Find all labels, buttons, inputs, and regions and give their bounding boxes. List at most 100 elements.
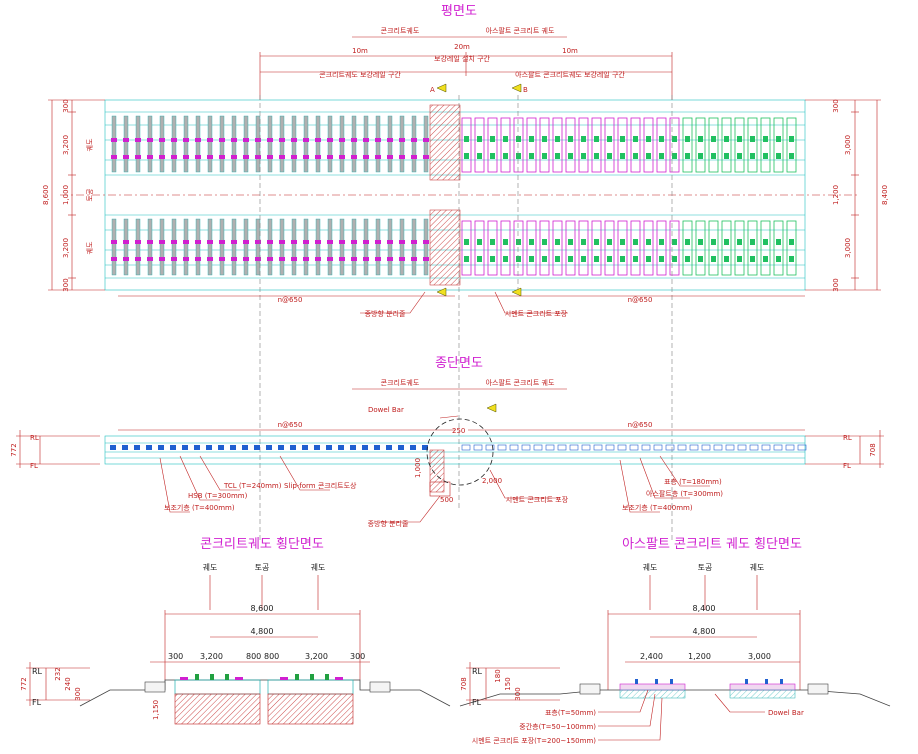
fastener [111,155,117,159]
cc-part-6: 300 [350,652,365,661]
long-joint-note: 종방향 분리줄 [368,519,409,528]
long-left-fl: FL [30,462,38,470]
fastener [685,153,690,159]
svg-text:A: A [430,86,435,94]
long-label-hsb: HSB (T=300mm) [188,492,248,500]
fastener [159,257,165,261]
cc-side-small-1: 232 [54,667,62,680]
fastener [750,153,755,159]
fastener [183,240,189,244]
fastener [672,136,677,142]
sleeper [315,115,321,173]
fastener [464,239,469,245]
fastener [303,257,309,261]
fastener [219,138,225,142]
sleeper [255,218,261,276]
fastener [698,256,703,262]
long-small-dim-5: 2,000 [482,477,502,485]
fastener [490,239,495,245]
fastener [789,239,794,245]
fastener [763,153,768,159]
fastener [750,239,755,245]
long-left-heights [16,430,100,468]
fastener [542,256,547,262]
ac-note-1: 표층(T=50mm) [545,708,596,717]
fastener [685,256,690,262]
fastener [516,136,521,142]
sleeper [351,115,357,173]
fastener [698,136,703,142]
long-tie [206,445,212,450]
plan-right-dim-2: 3,000 [844,135,852,155]
long-tie [677,444,687,451]
fastener [291,138,297,142]
section-marker-b-top: B [511,83,528,94]
fastener [568,153,573,159]
fastener [555,239,560,245]
block-sleeper [669,117,680,173]
fastener [303,138,309,142]
fastener [711,239,716,245]
long-small-dim-4: 1,000 [414,458,422,478]
fastener [464,136,469,142]
fastener [255,257,261,261]
sleeper [123,115,129,173]
fastener [789,256,794,262]
long-tie [761,444,771,451]
plan-left-dim-5: 300 [62,278,70,291]
fastener [724,256,729,262]
long-left-rl: RL [30,434,39,442]
fastener [159,138,165,142]
long-right-span: n@650 [628,421,653,429]
block-sleeper [656,117,667,173]
block-sleeper [734,117,745,173]
fastener [423,155,429,159]
long-tie [617,444,627,451]
long-tie [374,445,380,450]
fastener [279,138,285,142]
fastener [776,239,781,245]
block-sleeper [760,117,771,173]
long-tie [557,444,567,451]
long-tie [797,444,807,451]
fastener [123,257,129,261]
fastener [339,240,345,244]
fastener [123,155,129,159]
fastener [789,153,794,159]
sleeper [135,218,141,276]
cc-side-rl: RL [32,667,43,676]
sleeper [291,218,297,276]
long-tie [314,445,320,450]
ac-dowel: Dowel Bar [768,709,804,717]
long-left-h-total: 772 [10,443,18,456]
sleeper [111,218,117,276]
ac-note-3: 시멘트 콘크리트 포장(T=200~150mm) [472,736,597,745]
sleeper [231,115,237,173]
fastener [123,138,129,142]
plan-right-dims [805,99,881,291]
ac-side-rl: RL [472,667,483,676]
fastener [646,256,651,262]
long-right-zone: 아스팔트 콘크리트 궤도 [486,378,555,387]
fastener [594,239,599,245]
cc-side-fl: FL [32,698,42,707]
long-right-rl: RL [843,434,852,442]
cc-mark-1: 궤도 [203,563,218,572]
block-sleeper [500,117,511,173]
sleeper [423,115,429,173]
long-left-zone: 콘크리트궤도 [381,378,420,387]
long-section [104,415,807,497]
block-sleeper [747,220,758,276]
fastener [659,153,664,159]
fastener [387,240,393,244]
fastener [231,138,237,142]
fastener [737,256,742,262]
long-tie [158,445,164,450]
long-label-subbase-left: 보조기층 (T=400mm) [164,503,235,512]
block-sleeper [461,220,472,276]
long-tie [605,444,615,451]
fastener [183,138,189,142]
fastener [243,240,249,244]
long-tie [386,445,392,450]
fastener [423,240,429,244]
